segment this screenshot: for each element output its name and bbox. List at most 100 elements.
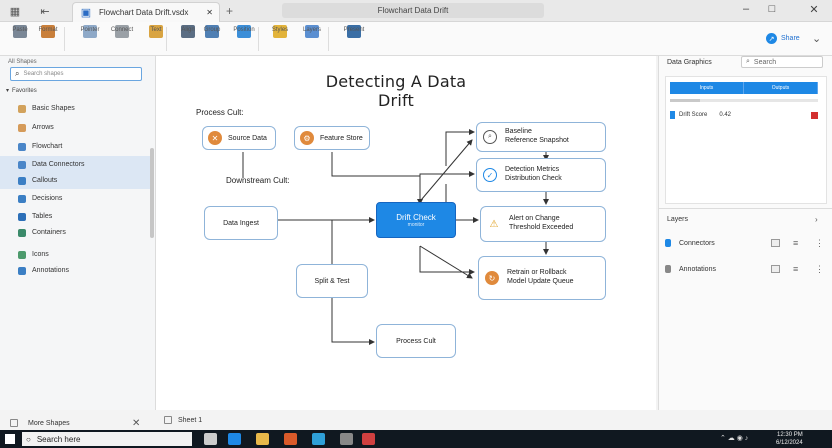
more-icon[interactable]: ⋮ [815,263,824,274]
ribbon-button-pointer[interactable]: Pointer [74,25,106,53]
clock[interactable]: 12:30 PM 6/12/2024 [776,431,803,447]
sidebar-item-basic-shapes[interactable]: Basic Shapes [0,100,150,117]
edge-icon[interactable] [312,433,325,445]
menu-icon[interactable]: ≡ [793,238,799,248]
ribbon-button-group[interactable]: Group [196,25,228,53]
shape-search-placeholder: Search shapes [23,71,64,77]
ribbon-button-text[interactable]: Text [140,25,172,53]
close-window-button[interactable]: ✕ [809,4,819,16]
drawing-canvas[interactable]: Detecting A Data Drift Process Cult: Dow… [156,56,656,410]
label-downstream-cult: Downstream Cult: [226,176,290,185]
more-icon[interactable]: ⋮ [815,237,824,248]
sidebar-item-tables[interactable]: Tables [0,208,150,225]
layer-row-annotations[interactable]: Annotations≡⋮ [665,258,829,280]
sidebar-item-label: Basic Shapes [32,105,75,112]
start-icon[interactable] [5,434,15,444]
sidebar-item-decisions[interactable]: Decisions [0,190,150,207]
sidebar-item-arrows[interactable]: Arrows [0,119,150,136]
sidebar-item-label: Tables [32,213,53,220]
layer-row-connectors[interactable]: Connectors≡⋮ [665,232,829,254]
sidebar-item-icons[interactable]: Icons [0,246,150,263]
sidebar-footer[interactable]: More Shapes ✕ [0,413,156,433]
tray-icons[interactable]: ⌃ ☁ ◉ ♪ [720,435,749,442]
panel-search-placeholder: Search [753,58,777,66]
search-icon: ⌕ [15,69,20,78]
sidebar-item-data-connectors[interactable]: Data Connectors [0,156,150,173]
node-feature-store[interactable]: ⚙ Feature Store [294,126,370,150]
ribbon-separator [258,27,259,51]
node-r2-line2: Distribution Check [505,175,562,182]
task-view-icon[interactable] [204,433,217,445]
sheet-tab-label: Sheet 1 [178,416,203,424]
node-drift-check-hub[interactable]: Drift Check monitor [376,202,456,238]
maximize-button[interactable]: □ [768,3,776,15]
document-tab[interactable]: ▣ Flowchart Data Drift.vsdx ✕ [72,2,220,22]
shape-category-icon [18,123,26,132]
node-r4-line2: Model Update Queue [507,278,574,285]
node-process-cult[interactable]: Process Cult [376,324,456,358]
ribbon-button-layers[interactable]: Layers [296,25,328,53]
shape-search-input[interactable]: ⌕ Search shapes [10,67,142,81]
mail-icon[interactable] [362,433,375,445]
shape-category-icon [18,228,26,237]
close-tab-icon[interactable]: ✕ [206,8,213,17]
ribbon-button-label: Group [203,27,221,33]
taskbar-search[interactable]: ○ Search here [22,432,192,446]
search-icon: ⌕ [746,58,750,65]
ribbon-button-align[interactable]: Align [172,25,204,53]
sidebar-item-containers[interactable]: Containers [0,224,150,241]
chevron-right-icon[interactable]: › [815,215,818,224]
ribbon-button-styles[interactable]: Styles [264,25,296,53]
file-explorer-icon[interactable] [256,433,269,445]
share-button[interactable]: ↗ Share [760,30,806,47]
windows-icon[interactable] [228,433,241,445]
threshold-slider[interactable] [670,99,818,102]
styles-icon [273,25,287,38]
sidebar-item-callouts[interactable]: Callouts [0,172,150,189]
sheet-tab[interactable]: Sheet 1 [156,412,656,428]
minimize-button[interactable]: – [742,3,750,15]
tab-outputs[interactable]: Outputs [744,82,818,94]
close-icon[interactable]: ✕ [132,417,141,429]
node-r4-line1: Retrain or Rollback [507,269,567,277]
panel-search-input[interactable]: ⌕ Search [741,56,823,68]
ribbon-button-label: Align [181,27,195,33]
ribbon-button-paste[interactable]: Paste [4,25,36,53]
layer-visibility-checkbox[interactable] [771,239,780,247]
sidebar-item-label: Arrows [32,124,54,131]
tab-inputs[interactable]: Inputs [670,82,744,94]
node-split-test[interactable]: Split & Test [296,264,368,298]
present-icon [347,25,361,38]
window-center-title: Flowchart Data Drift [282,3,544,18]
ribbon-button-format[interactable]: Format [32,25,64,53]
sidebar-item-flowchart[interactable]: Flowchart [0,138,150,155]
sidebar-item-annotations[interactable]: Annotations [0,262,150,279]
new-tab-icon[interactable]: + [226,4,234,18]
share-icon: ↗ [766,33,777,44]
shape-category-icon [18,176,26,185]
refresh-icon: ↻ [485,271,499,285]
sidebar-section-favorites[interactable]: ▾ Favorites [6,87,37,95]
check-icon: ✓ [483,168,497,182]
store-icon[interactable] [340,433,353,445]
chevron-down-icon[interactable]: ⌄ [812,33,822,45]
ribbon-button-present[interactable]: Present [338,25,370,53]
drift-score-row[interactable]: Drift Score 0.42 [670,111,818,119]
menu-icon[interactable]: ≡ [793,264,799,274]
sheet-icon [164,416,172,424]
connect-icon [115,25,129,38]
ribbon-button-connect[interactable]: Connect [106,25,138,53]
back-icon[interactable]: ⇤ [40,5,50,18]
node-process-text: Process Cult [396,337,436,345]
layer-visibility-checkbox[interactable] [771,265,780,273]
sidebar-scrollbar[interactable] [150,148,154,238]
node-source-data[interactable]: ✕ Source Data [202,126,276,150]
taskbar: ○ Search here ⌃ ☁ ◉ ♪ 12:30 PM 6/12/2024 [0,430,832,448]
ribbon-button-position[interactable]: Position [228,25,260,53]
browser-icon[interactable] [284,433,297,445]
node-data-ingest[interactable]: Data Ingest [204,206,278,240]
